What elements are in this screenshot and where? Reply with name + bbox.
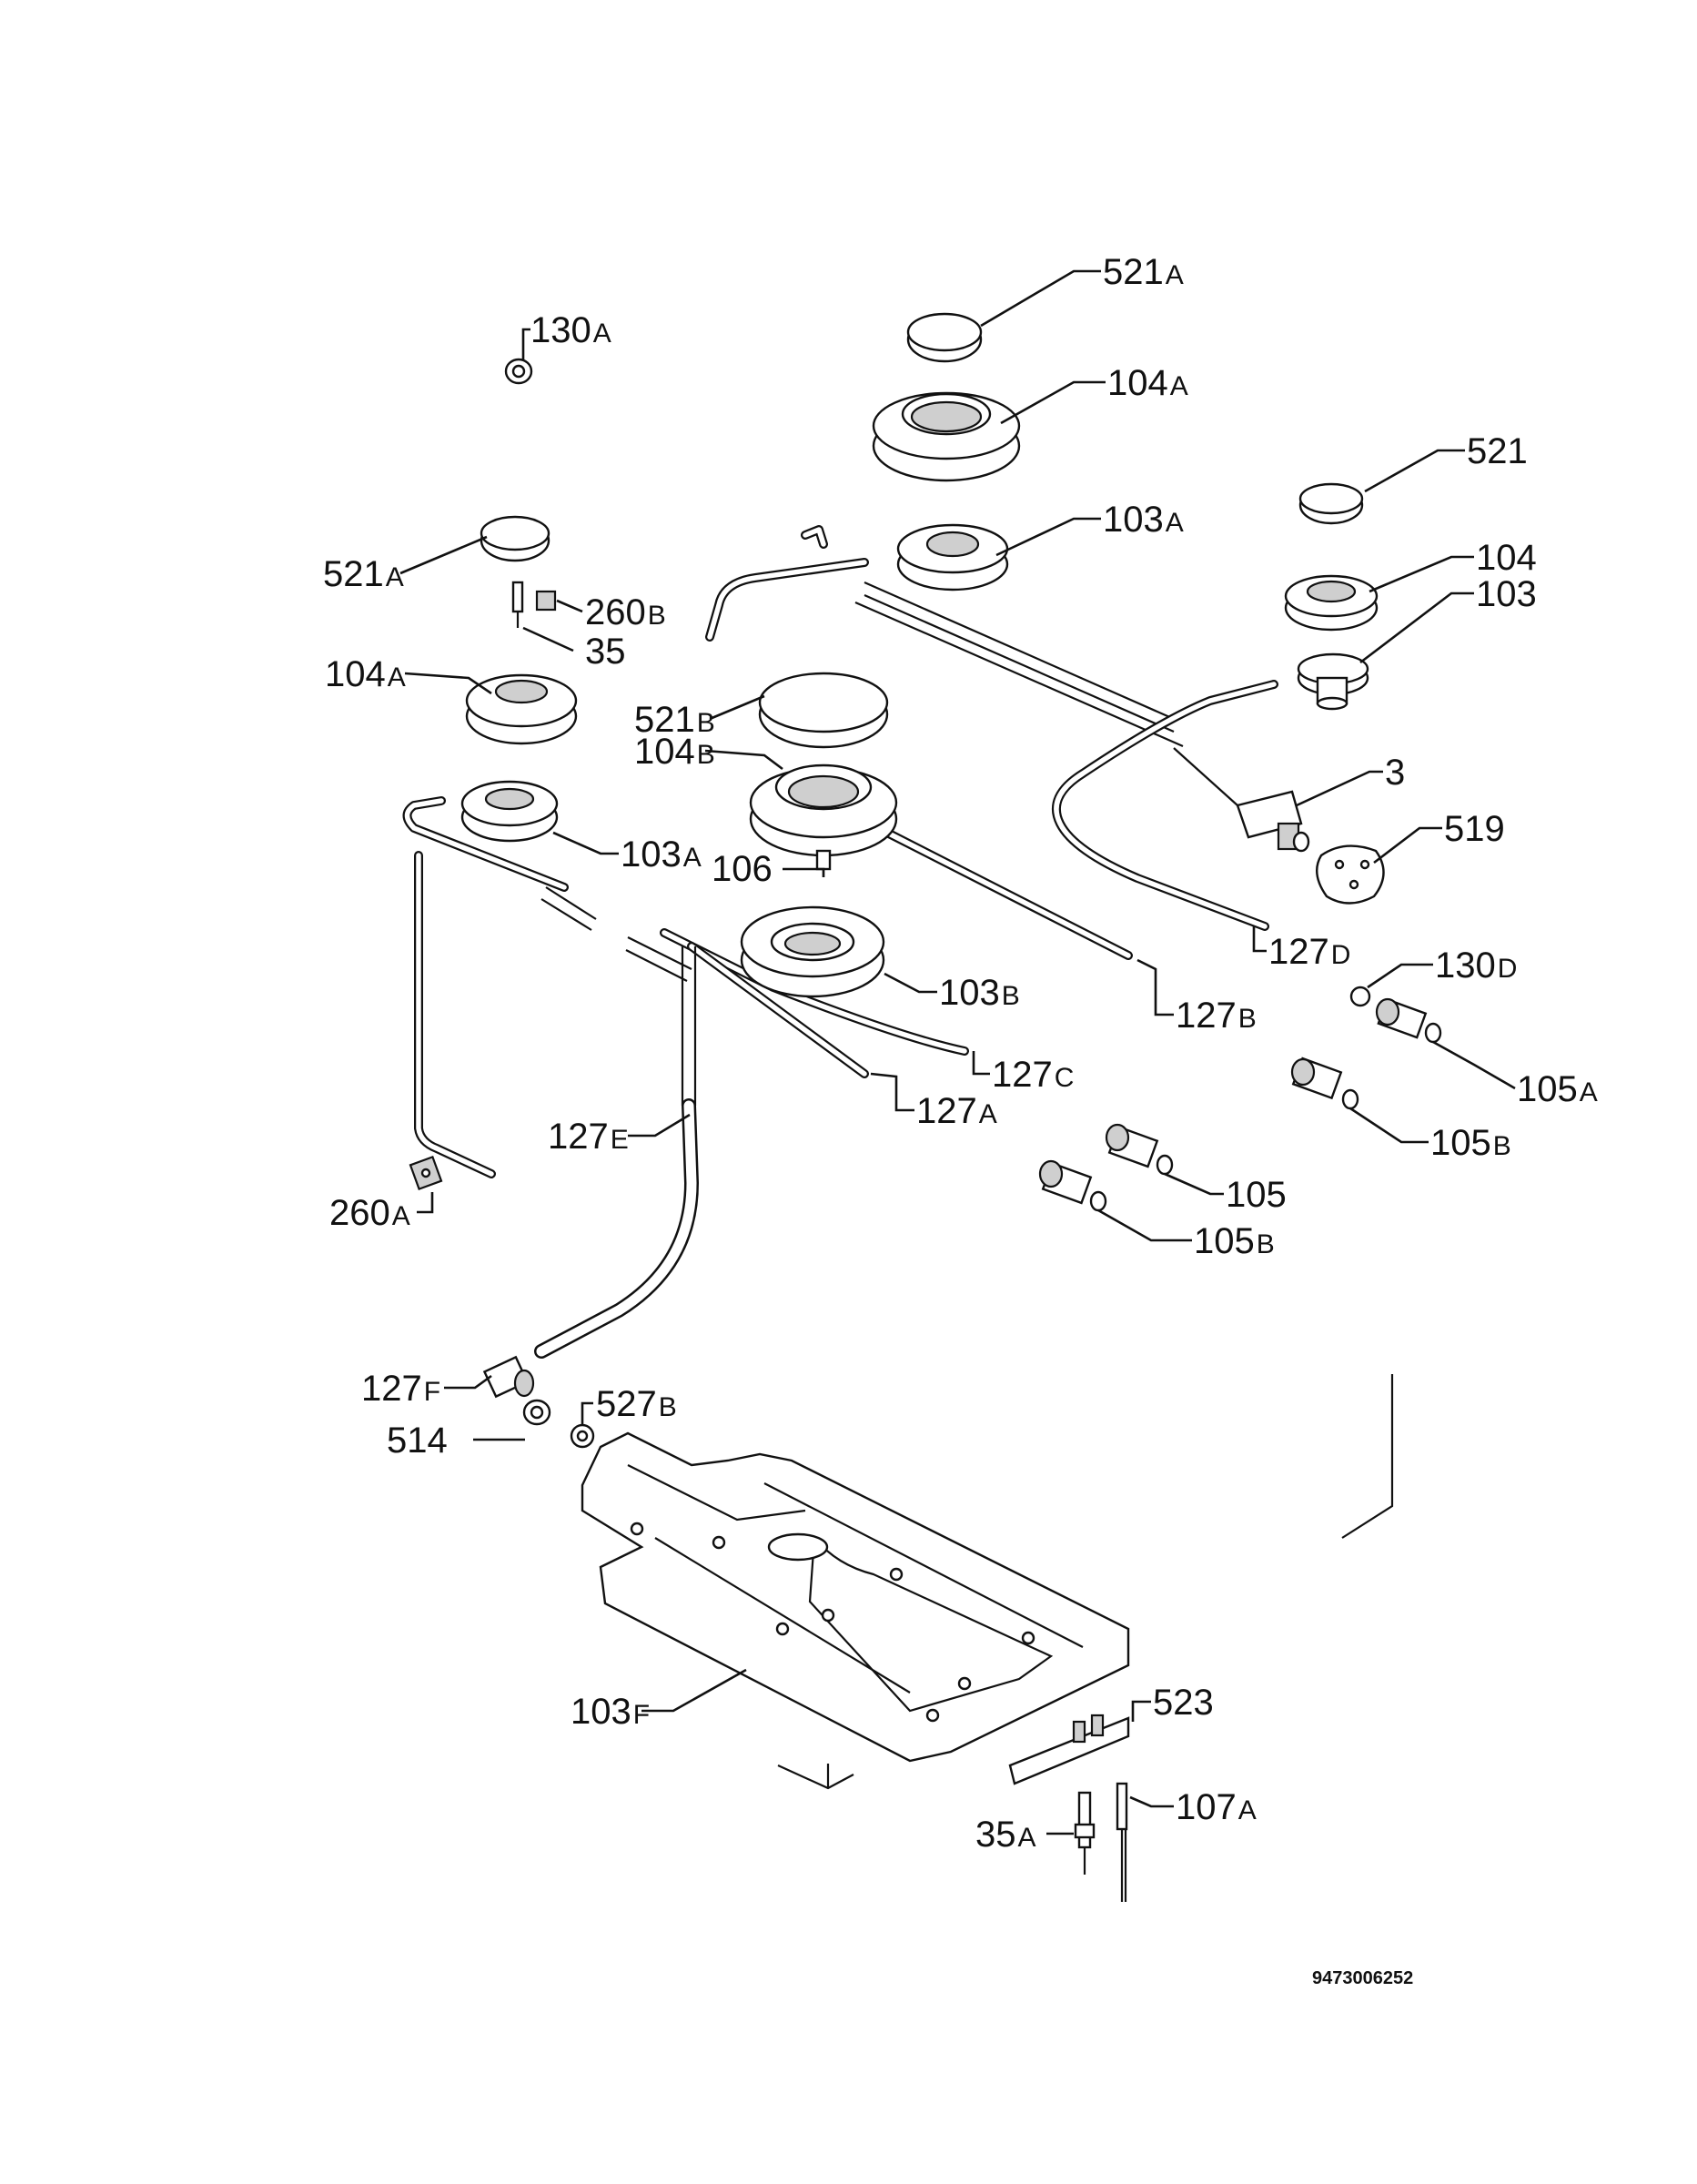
callout-104a-top: 104A: [1107, 363, 1188, 403]
burner-crown-104a-top: [872, 391, 1021, 482]
callout-260a: 260A: [329, 1193, 410, 1233]
leader-lines: [399, 269, 1516, 1835]
callout-260b: 260B: [585, 592, 666, 632]
document-number: 9473006252: [1312, 1968, 1413, 1988]
burner-cap-521: [1298, 482, 1364, 525]
callout-521b: 521B: [634, 700, 715, 740]
spark-electrode-35a: [1074, 1791, 1096, 1875]
burner-parts: [409, 312, 1442, 1449]
callout-127a: 127A: [916, 1091, 997, 1131]
callout-103f: 103F: [571, 1692, 650, 1732]
callout-105b-right: 105B: [1430, 1123, 1511, 1163]
washer-514: [522, 1399, 551, 1426]
callout-127d: 127D: [1268, 932, 1350, 972]
callout-527b: 527B: [596, 1384, 677, 1424]
callout-103a-left: 103A: [621, 834, 702, 875]
burner-tray-103f: [581, 1431, 1130, 1763]
callout-521: 521: [1467, 431, 1528, 471]
callout-3: 3: [1385, 753, 1405, 793]
cover-plate-519: [1316, 844, 1385, 905]
callout-105a: 105A: [1517, 1069, 1598, 1109]
clip-260b: [535, 590, 557, 612]
burner-crown-104a-left: [465, 673, 578, 745]
burner-cap-521b: [758, 672, 889, 749]
spark-electrode-35: [511, 581, 524, 628]
gas-tap-105a: [1375, 997, 1442, 1044]
nut-130d: [1349, 986, 1371, 1007]
frame-marks: [777, 1374, 1394, 1790]
callout-104b: 104B: [634, 732, 715, 772]
callout-104: 104: [1476, 538, 1537, 578]
clip-260a: [409, 1155, 443, 1191]
nut-130a: [504, 358, 533, 385]
callout-127b: 127B: [1176, 996, 1257, 1036]
callout-127c: 127C: [992, 1055, 1074, 1095]
callout-103a-top: 103A: [1103, 500, 1184, 540]
callout-105b-low: 105B: [1194, 1221, 1275, 1261]
gas-tap-105b-low: [1038, 1159, 1107, 1212]
callout-35a: 35A: [975, 1815, 1036, 1855]
callout-35: 35: [585, 632, 626, 672]
callout-103b: 103B: [939, 973, 1020, 1013]
callout-105: 105: [1226, 1175, 1287, 1215]
burner-base-103a-top: [896, 523, 1009, 592]
safety-valve-3: [1173, 747, 1310, 853]
callout-521a-top: 521A: [1103, 252, 1184, 292]
callout-104a-left: 104A: [325, 654, 406, 694]
callout-labels: 130A 521A 104A 521 103A 104 103 521A 260…: [323, 252, 1598, 1988]
gas-tap-105b-right: [1290, 1057, 1359, 1110]
gas-tap-105: [1105, 1123, 1174, 1176]
callout-107a: 107A: [1176, 1787, 1257, 1827]
burner-base-103a-left: [460, 780, 559, 843]
nut-527b: [570, 1423, 595, 1449]
callout-523: 523: [1153, 1683, 1214, 1723]
callout-103: 103: [1476, 574, 1537, 614]
burner-base-103: [1297, 652, 1369, 711]
callout-130a-top: 130A: [530, 310, 611, 350]
callout-127f: 127F: [361, 1369, 440, 1409]
callout-106: 106: [712, 849, 773, 889]
burner-cap-521a-left: [480, 515, 551, 562]
callout-514: 514: [387, 1421, 448, 1461]
callout-519: 519: [1444, 809, 1505, 849]
burner-cap-521a-top: [906, 312, 983, 363]
electrode-bracket-523: [1008, 1714, 1130, 1785]
callout-127e: 127E: [548, 1117, 629, 1157]
elbow-fitting-127f: [482, 1355, 535, 1399]
burner-crown-104: [1284, 574, 1379, 632]
callout-521a-left: 521A: [323, 554, 404, 594]
burner-base-103b: [740, 905, 885, 998]
burner-crown-104b: [749, 763, 898, 857]
thermocouple-107a: [1116, 1782, 1128, 1902]
callout-130d: 130D: [1435, 945, 1517, 986]
